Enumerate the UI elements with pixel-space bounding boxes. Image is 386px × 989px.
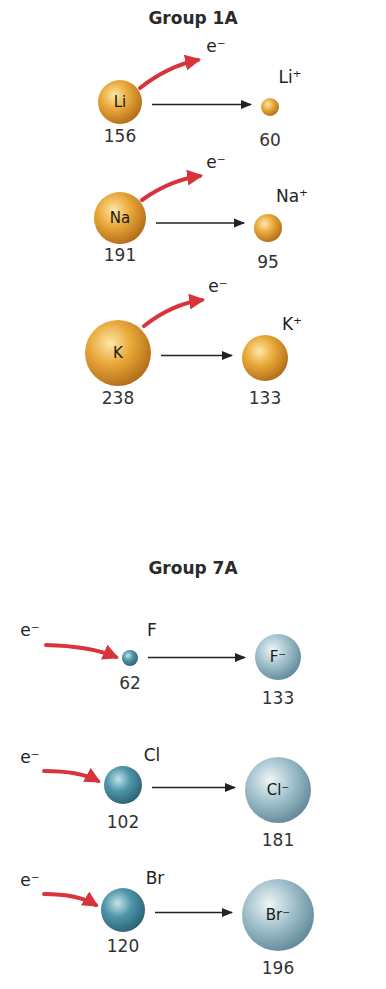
electron-arrow [142, 176, 200, 200]
radius-value: 133 [262, 689, 294, 708]
electron-label: e⁻ [20, 871, 39, 890]
sphere-fill [101, 888, 145, 932]
radius-value: 95 [257, 253, 279, 272]
element-symbol: K⁺ [282, 315, 302, 334]
atom-sphere: Br⁻196 [242, 879, 314, 951]
sphere-shape [261, 98, 279, 116]
element-symbol: Li⁺ [278, 68, 301, 87]
element-symbol: Na⁺ [276, 187, 308, 206]
electron-arrow [144, 300, 202, 326]
element-symbol: K [113, 345, 123, 362]
radius-value: 238 [102, 389, 134, 408]
ionization-arrow [148, 657, 245, 659]
atom-sphere: Cl102 [104, 766, 142, 804]
element-symbol: Cl⁻ [267, 782, 290, 799]
atom-sphere: F62 [122, 650, 138, 666]
electron-arrow [140, 60, 198, 88]
electron-arrow [44, 894, 96, 905]
group-title: Group 1A [148, 9, 237, 28]
sphere-fill [261, 98, 279, 116]
radius-value: 60 [259, 131, 281, 150]
atom-sphere: K238 [85, 320, 151, 386]
electron-label: e⁻ [20, 621, 39, 640]
element-symbol: F [147, 621, 157, 640]
ionization-arrow [161, 355, 232, 357]
sphere-shape [242, 335, 288, 381]
element-symbol: Br⁻ [266, 907, 290, 924]
atom-sphere: Cl⁻181 [245, 757, 311, 823]
element-symbol: Na [110, 210, 130, 227]
sphere-shape [101, 888, 145, 932]
atom-sphere: Na191 [94, 192, 146, 244]
group-title: Group 7A [148, 559, 237, 578]
electron-label: e⁻ [206, 37, 225, 56]
electron-arrow [46, 645, 116, 657]
electron-arrow [44, 771, 98, 781]
ionization-arrow [155, 912, 232, 914]
electron-label: e⁻ [20, 748, 39, 767]
element-symbol: Cl [144, 746, 161, 765]
electron-label: e⁻ [206, 153, 225, 172]
ionization-arrow [152, 787, 235, 789]
sphere-fill [242, 879, 314, 951]
atom-sphere: Na⁺95 [254, 214, 282, 242]
atom-sphere: K⁺133 [242, 335, 288, 381]
radius-value: 120 [107, 937, 139, 956]
sphere-fill [94, 192, 146, 244]
sphere-fill [122, 650, 138, 666]
radius-value: 196 [262, 959, 294, 978]
radius-value: 181 [262, 831, 294, 850]
electron-label: e⁻ [208, 277, 227, 296]
radius-value: 156 [104, 127, 136, 146]
sphere-shape [254, 214, 282, 242]
sphere-fill [98, 80, 142, 124]
radius-value: 62 [119, 674, 141, 693]
sphere-fill [254, 214, 282, 242]
radius-value: 102 [107, 813, 139, 832]
atom-sphere: Li156 [98, 80, 142, 124]
sphere-shape [122, 650, 138, 666]
element-symbol: F⁻ [270, 649, 287, 666]
element-symbol: Li [114, 94, 127, 111]
sphere-fill [245, 757, 311, 823]
ionization-arrow [152, 104, 251, 106]
radius-value: 191 [104, 246, 136, 265]
radius-value: 133 [249, 389, 281, 408]
element-symbol: Br [146, 869, 165, 888]
atom-sphere: Br120 [101, 888, 145, 932]
sphere-shape [104, 766, 142, 804]
ionization-arrow [156, 222, 244, 224]
sphere-fill [255, 634, 301, 680]
sphere-fill [242, 335, 288, 381]
atom-sphere: Li⁺60 [261, 98, 279, 116]
atom-sphere: F⁻133 [255, 634, 301, 680]
sphere-fill [104, 766, 142, 804]
sphere-fill [85, 320, 151, 386]
